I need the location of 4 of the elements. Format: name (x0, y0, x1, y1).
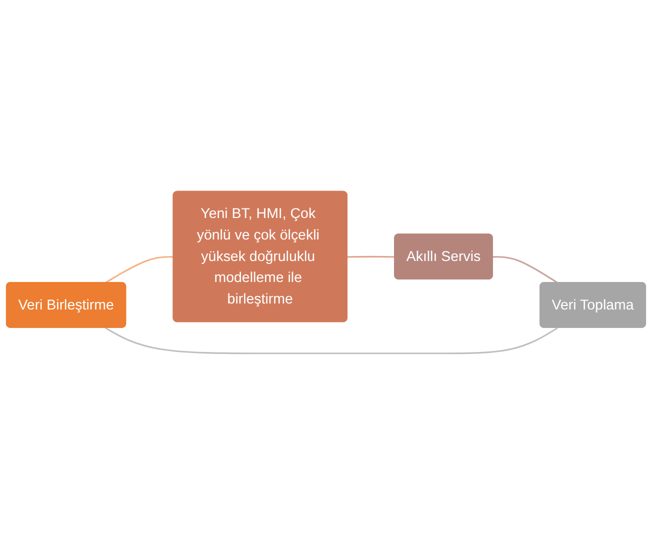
connector (104, 256, 174, 284)
connector (347, 256, 395, 258)
connector (492, 256, 558, 284)
connector (104, 327, 558, 354)
